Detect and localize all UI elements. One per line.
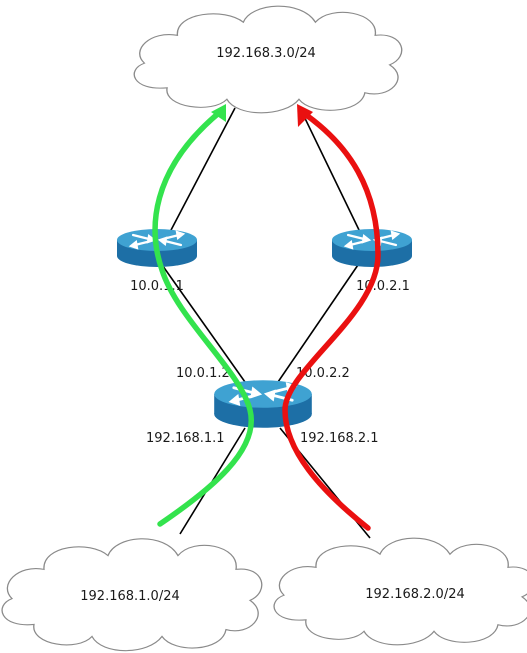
network-label-top: 192.168.3.0/24 — [216, 46, 316, 61]
link-top-to-left-router — [169, 107, 236, 233]
green-path-arrow — [152, 109, 255, 527]
router-icon — [330, 227, 414, 269]
network-label-left: 192.168.1.0/24 — [80, 589, 180, 604]
center-label-uplink-right: 10.0.2.2 — [296, 366, 350, 381]
link-right-router-to-center — [277, 261, 361, 383]
router-label-left: 10.0.1.1 — [130, 279, 184, 294]
red-path-arrow — [282, 109, 381, 531]
network-label-right: 192.168.2.0/24 — [365, 587, 465, 602]
green-arrowhead — [211, 104, 226, 122]
router-label-right: 10.0.2.1 — [356, 279, 410, 294]
center-label-uplink-left: 10.0.1.2 — [176, 366, 230, 381]
center-label-lan-left: 192.168.1.1 — [146, 431, 225, 446]
traffic-paths — [152, 104, 381, 531]
red-arrowhead — [297, 104, 313, 127]
link-top-to-right-router — [299, 107, 361, 233]
router-icon — [212, 378, 314, 430]
center-label-lan-right: 192.168.2.1 — [300, 431, 379, 446]
link-left-router-to-center — [159, 261, 246, 383]
